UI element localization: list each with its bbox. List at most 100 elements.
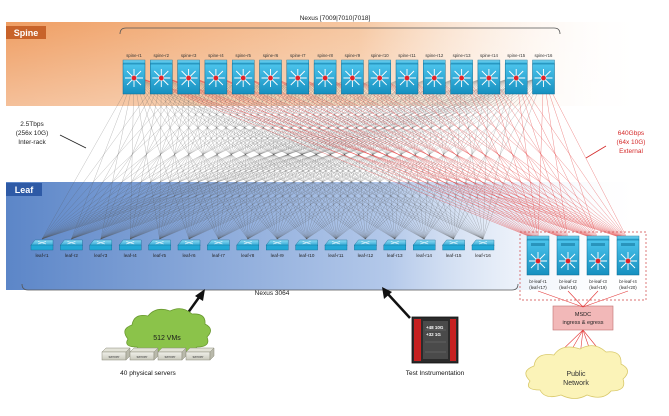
spine-switch-label: spine-r7 (290, 53, 306, 58)
spine-switch-top (123, 60, 145, 64)
leaf-switch-label: leaf-r12 (358, 253, 374, 258)
switch-icon (207, 69, 225, 87)
public-network-label: Public (566, 371, 586, 378)
leaf-switch-chassis (207, 245, 229, 250)
border-leaf-label: br-leaf-r1 (529, 279, 547, 284)
switch-icon (559, 252, 577, 270)
switch-icon (507, 69, 525, 87)
arrow-test-to-leaf (382, 287, 410, 318)
leaf-switch-label: leaf-r14 (416, 253, 432, 258)
leaf-switch: leaf-r15 (443, 240, 465, 258)
leaf-switch-chassis (384, 245, 406, 250)
spine-switch-top (369, 60, 391, 64)
spine-switch-label: spine-r1 (126, 53, 142, 58)
switch-icon (125, 69, 143, 87)
border-leaf-label: br-leaf-r4 (619, 279, 637, 284)
spine-switch-top (150, 60, 172, 64)
leaf-switch-label: leaf-r3 (94, 253, 107, 258)
leaf-switch-label: leaf-r1 (35, 253, 48, 258)
external-ports: (64x 10G) (617, 139, 646, 146)
leaf-switch-label: leaf-r6 (182, 253, 195, 258)
leaf-switch-chassis (237, 245, 259, 250)
leaf-switch-chassis (443, 245, 465, 250)
leaf-tag-label: Leaf (15, 185, 35, 195)
vm-count-label: 512 VMs (153, 335, 181, 342)
border-leaf-sublabel: (leaf-r17) (529, 285, 547, 290)
server: server (102, 348, 130, 360)
switch-icon (234, 69, 252, 87)
switch-icon (152, 69, 170, 87)
switch-icon (180, 69, 198, 87)
servers-caption: 40 physical servers (120, 370, 176, 377)
spine-switch-label: spine-r2 (154, 53, 170, 58)
border-leaf-sublabel: (leaf-r19) (589, 285, 607, 290)
leaf-switch-label: leaf-r9 (271, 253, 284, 258)
switch-icon (529, 252, 547, 270)
msdc-sublabel: ingress & egress (563, 320, 604, 326)
test-ports-10g: +48 10G (426, 325, 444, 330)
spine-switch-top (505, 60, 527, 64)
leaf-switch: leaf-r13 (384, 240, 406, 258)
spine-switch-label: spine-r12 (425, 53, 444, 58)
border-leaf-top (617, 236, 639, 240)
border-to-msdc-link (538, 291, 583, 307)
border-leaf-label: br-leaf-r2 (559, 279, 577, 284)
leaf-switch-label: leaf-r2 (65, 253, 78, 258)
spine-switch-label: spine-r5 (235, 53, 251, 58)
msdc-label: MSDC (575, 312, 591, 318)
test-caption: Test Instrumentation (406, 370, 465, 377)
vm-cloud: 512 VMs (125, 309, 211, 354)
leaf-switch: leaf-r16 (472, 240, 494, 258)
inter-rack-annotation: 2.5Tbps (256x 10G) Inter-rack (16, 121, 86, 148)
switch-icon (589, 252, 607, 270)
spine-switch-top (451, 60, 473, 64)
spine-switch-label: spine-r3 (181, 53, 197, 58)
leaf-switch-label: leaf-r11 (328, 253, 344, 258)
spine-switch-label: spine-r15 (507, 53, 526, 58)
border-leaf-top (527, 236, 549, 240)
switch-icon (619, 252, 637, 270)
external-caption: External (619, 148, 643, 155)
leaf-switch-chassis (472, 245, 494, 250)
leaf-switch-chassis (149, 245, 171, 250)
leaf-switch-label: leaf-r5 (153, 253, 166, 258)
spine-switch-label: spine-r13 (453, 53, 472, 58)
spine-switch-top (232, 60, 254, 64)
inter-rack-pointer (60, 135, 86, 148)
spine-switch-top (423, 60, 445, 64)
leaf-switch-label: leaf-r4 (124, 253, 137, 258)
switch-icon (371, 69, 389, 87)
spine-switch-label: spine-r9 (345, 53, 361, 58)
test-equipment: +48 10G +32 1G (412, 317, 458, 363)
server-label: server (136, 354, 148, 359)
switch-icon (480, 69, 498, 87)
switch-icon (343, 69, 361, 87)
leaf-switch-chassis (296, 245, 318, 250)
external-bandwidth: 640Gbps (618, 130, 645, 137)
switch-icon (535, 69, 553, 87)
external-annotation: 640Gbps (64x 10G) External (586, 130, 645, 158)
server: server (158, 348, 186, 360)
spine-switch-label: spine-r10 (371, 53, 390, 58)
spine-switch-label: spine-r4 (208, 53, 224, 58)
switch-icon (316, 69, 334, 87)
leaf-switch-label: leaf-r16 (475, 253, 491, 258)
leaf-switch-chassis (325, 245, 347, 250)
spine-switch-top (287, 60, 309, 64)
spine-switch-top (533, 60, 555, 64)
leaf-switch-label: leaf-r10 (299, 253, 315, 258)
leaf-switch-label: leaf-r7 (212, 253, 225, 258)
server: server (186, 348, 214, 360)
server-label: server (192, 354, 204, 359)
spine-switch-top (178, 60, 200, 64)
border-leaf-top (557, 236, 579, 240)
border-leaf-switch: br-leaf-r2(leaf-r18) (557, 236, 579, 290)
inter-rack-bandwidth: 2.5Tbps (20, 121, 44, 128)
spine-switch-label: spine-r14 (480, 53, 499, 58)
spine-switch-top (341, 60, 363, 64)
msdc-box (553, 306, 613, 330)
external-pointer (586, 146, 606, 158)
leaf-switch-chassis (90, 245, 112, 250)
switch-icon (398, 69, 416, 87)
